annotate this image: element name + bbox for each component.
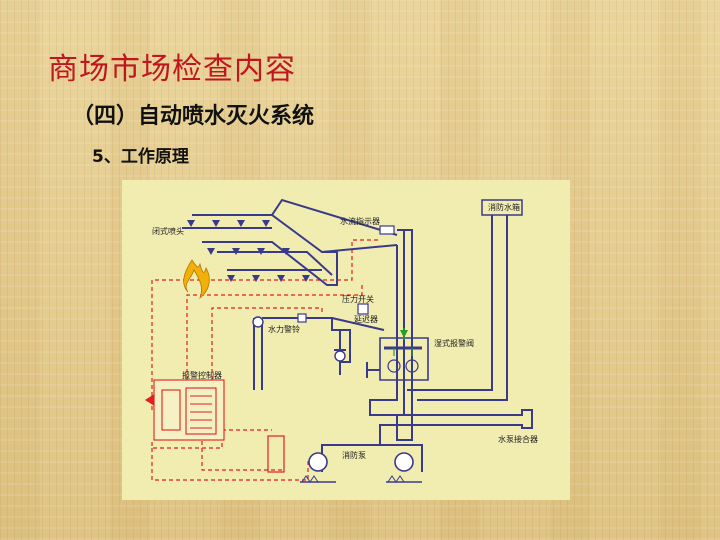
sprinkler-system-diagram: 闭式喷头 水流指示器 消防水箱 压力开关 水力警铃 延迟器 湿式报警阀 报警控制…: [122, 180, 570, 500]
label-alarm-controller: 报警控制器: [182, 370, 222, 380]
retard-chamber-icon: [334, 350, 346, 362]
diagram-canvas: 闭式喷头 水流指示器 消防水箱 压力开关 水力警铃 延迟器 湿式报警阀 报警控制…: [144, 198, 538, 483]
point-heading: 5、工作原理: [92, 147, 189, 167]
sprinkler-heads: [187, 220, 310, 282]
page-title: 商场市场检查内容: [48, 52, 296, 87]
section-subtitle: （四）自动喷水灭火系统: [72, 104, 315, 129]
fire-pump-left-icon: [300, 452, 336, 483]
fire-flame-icon: [183, 259, 210, 300]
label-wet-alarm-valve: 湿式报警阀: [434, 338, 474, 348]
label-fire-water-tank: 消防水箱: [488, 202, 520, 212]
pump-starter-box: [267, 435, 285, 473]
fire-pump-right-icon: [386, 452, 422, 483]
wet-alarm-valve-icon: [387, 328, 419, 373]
water-flow-indicator-icon: [379, 225, 395, 235]
signal-lines: [151, 239, 380, 481]
label-fire-pump: 消防泵: [342, 450, 366, 460]
pressure-switch-icon: [357, 303, 369, 315]
label-water-flow-indicator: 水流指示器: [340, 216, 380, 226]
label-water-motor-gong: 水力警铃: [268, 324, 300, 334]
label-closed-sprinkler: 闭式喷头: [152, 226, 184, 236]
pipes: [182, 198, 533, 472]
label-pump-adapter: 水泵接合器: [498, 434, 538, 444]
label-pressure-switch: 压力开关: [342, 294, 374, 304]
label-retard-chamber: 延迟器: [354, 314, 378, 324]
water-motor-gong-icon: [252, 313, 307, 328]
alarm-controller-icon: [144, 379, 225, 441]
